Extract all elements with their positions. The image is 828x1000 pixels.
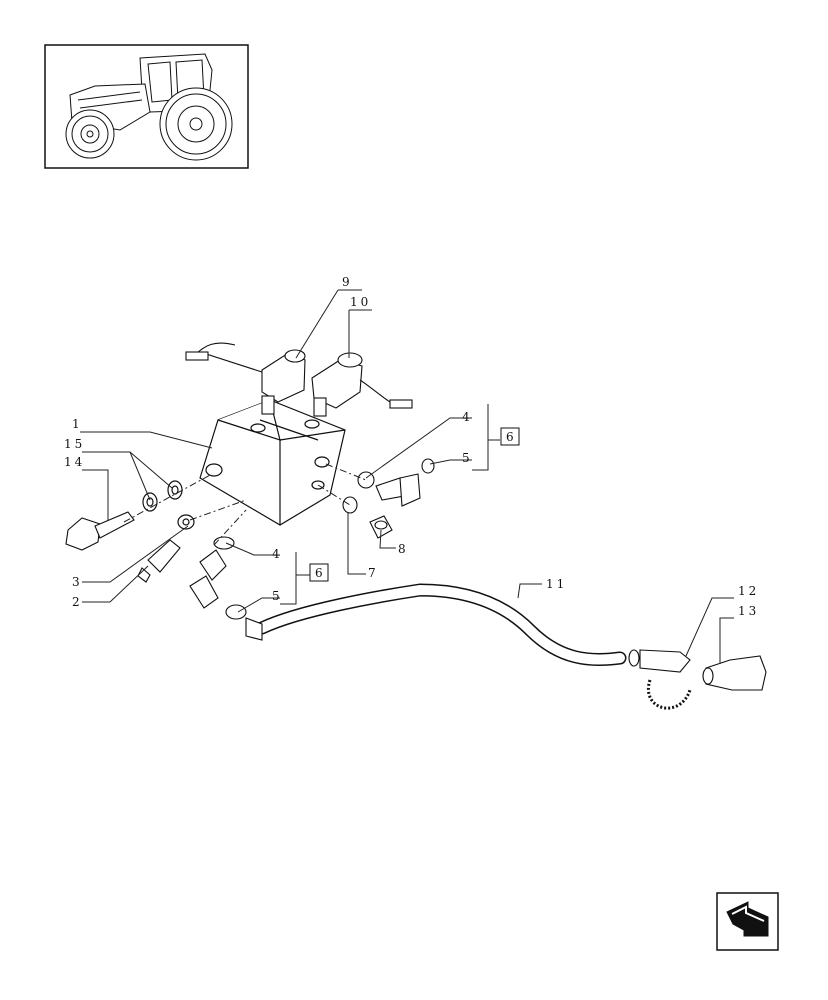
callout-4-upper: 4 — [462, 410, 473, 424]
callout-1: 1 — [72, 417, 83, 431]
banjo-bolt[interactable] — [65, 511, 135, 551]
ref-6-upper: 6 — [506, 430, 514, 444]
next-page-arrow-icon — [726, 901, 769, 937]
callout-5-upper: 5 — [462, 451, 473, 465]
callout-12: 12 — [738, 584, 759, 598]
callout-4-lower: 4 — [272, 547, 283, 561]
o-ring-and-plug[interactable] — [342, 496, 393, 539]
callout-3: 3 — [72, 575, 83, 589]
elbow-fitting-upper[interactable] — [357, 458, 435, 507]
ref-box-lower[interactable] — [309, 563, 329, 582]
ref-box-upper[interactable] — [500, 427, 520, 446]
callout-5-lower: 5 — [272, 589, 283, 603]
valve-block[interactable] — [199, 399, 346, 526]
next-page-button[interactable] — [716, 892, 779, 951]
callout-13: 13 — [738, 604, 759, 618]
tractor-thumbnail[interactable] — [44, 44, 249, 169]
hydraulic-pipe[interactable] — [245, 583, 627, 666]
assembly-lines — [123, 463, 367, 546]
tractor-icon — [65, 53, 233, 161]
callout-10: 10 — [350, 295, 371, 309]
callout-11: 11 — [546, 577, 567, 591]
sealing-washers[interactable] — [142, 480, 195, 530]
callout-15: 15 — [64, 437, 85, 451]
solenoid-valve-9[interactable] — [185, 342, 306, 415]
solenoid-valve-10[interactable] — [311, 352, 413, 417]
quick-coupler[interactable] — [628, 649, 692, 710]
callout-9: 9 — [342, 275, 353, 289]
callout-2: 2 — [72, 595, 83, 609]
pressure-switch[interactable] — [137, 539, 181, 583]
dust-cap[interactable] — [702, 655, 767, 691]
callout-8: 8 — [398, 542, 409, 556]
ref-6-lower: 6 — [315, 566, 323, 580]
callout-14: 14 — [64, 455, 85, 469]
callout-7: 7 — [368, 566, 379, 580]
leader-lines — [80, 289, 734, 664]
elbow-fitting-lower[interactable] — [189, 536, 247, 620]
